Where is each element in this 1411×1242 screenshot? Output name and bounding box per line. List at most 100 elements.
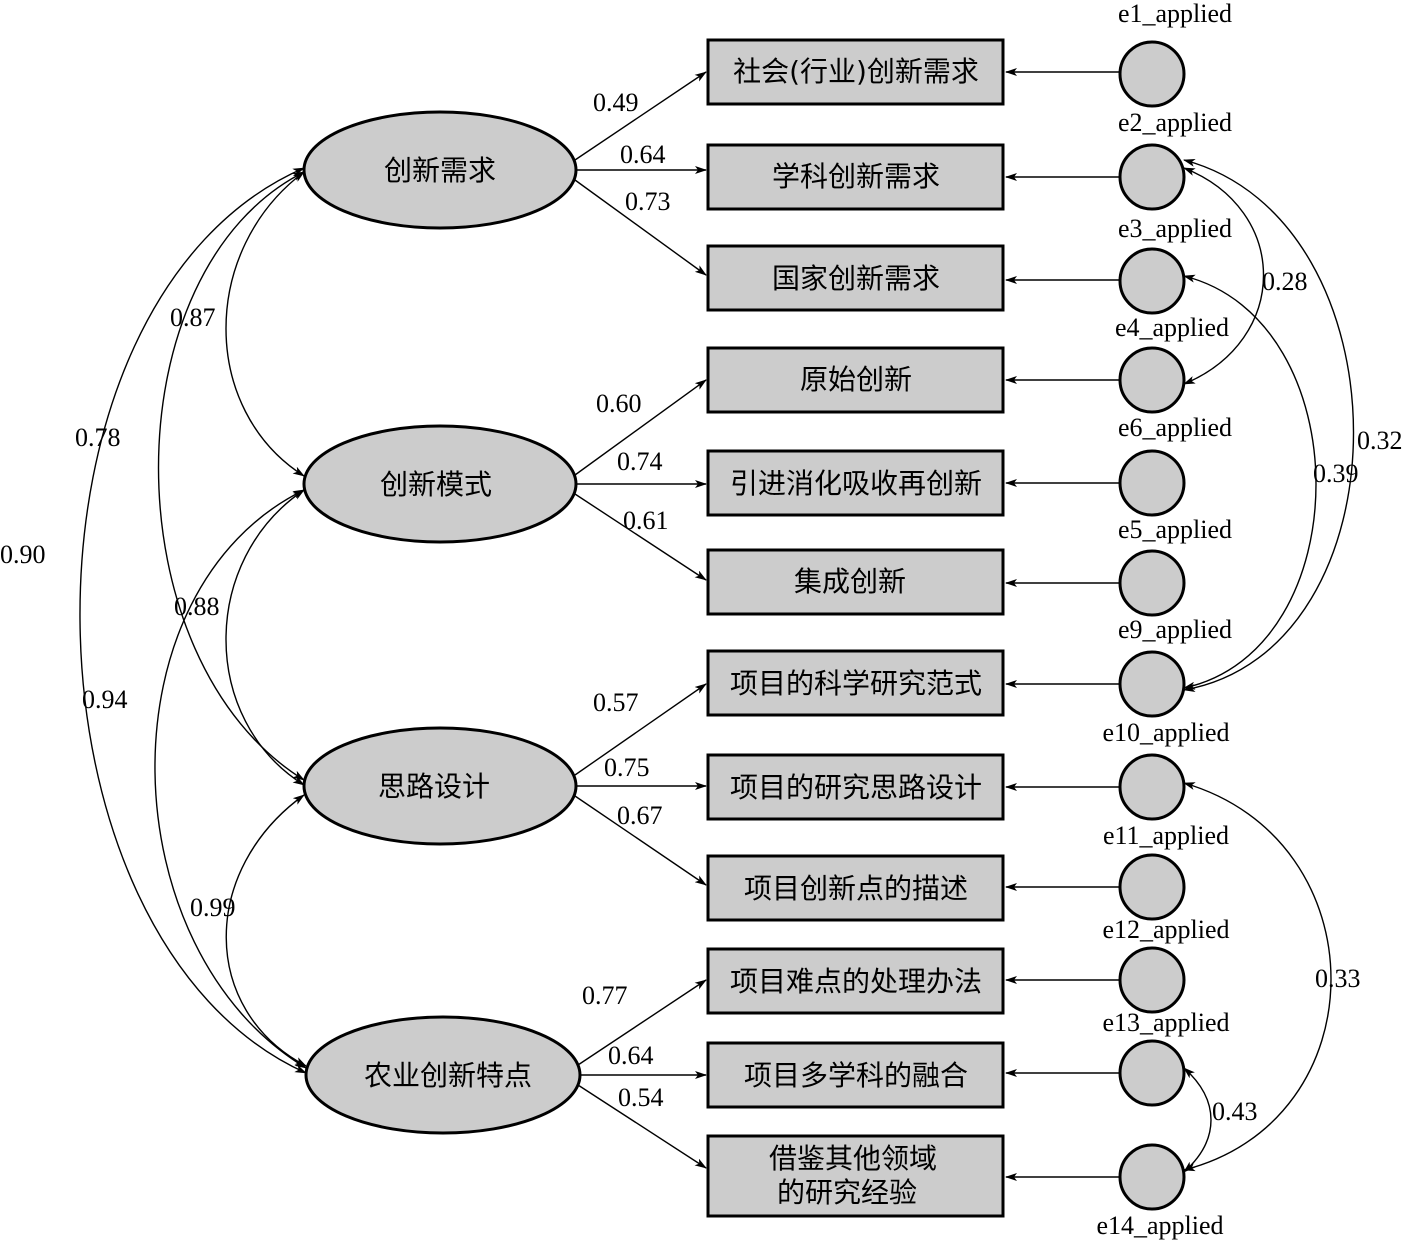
error-circle <box>1118 1143 1186 1211</box>
loading-arrow-l3-i7 <box>574 683 707 776</box>
error-circle <box>1118 247 1186 315</box>
latent-variables: 创新需求 创新模式 思路设计 农业创新特点 <box>302 110 582 1135</box>
cov-curve-e2-e6 <box>1183 167 1264 385</box>
correlation-value: 0.88 <box>174 592 220 621</box>
latent-label: 创新模式 <box>380 468 492 501</box>
indicator-label: 项目难点的处理办法 <box>730 965 982 998</box>
loading-arrow-l2-i4 <box>574 379 707 476</box>
indicator-box <box>706 244 1005 312</box>
covariance-value: 0.28 <box>1262 267 1308 296</box>
indicator-box <box>706 1134 1005 1218</box>
loading-arrow-l3-i9 <box>574 795 707 886</box>
loading-value: 0.64 <box>620 140 666 169</box>
loading-value: 0.73 <box>625 187 671 216</box>
loading-value: 0.64 <box>608 1041 654 1070</box>
error-circle <box>1118 853 1186 921</box>
indicator-label: 集成创新 <box>794 565 906 598</box>
indicator-box <box>706 143 1005 211</box>
error-label: e2_applied <box>1118 108 1232 137</box>
indicator-label: 学科创新需求 <box>772 160 940 193</box>
correlation-value: 0.78 <box>75 423 121 452</box>
error-label: e13_applied <box>1102 1008 1229 1037</box>
loading-arrow-l4-i10 <box>577 979 707 1066</box>
latent-label: 创新需求 <box>384 154 496 187</box>
correlation-value: 0.87 <box>170 303 216 332</box>
cov-curve-e2-e10 <box>1183 158 1355 693</box>
error-label: e11_applied <box>1103 821 1229 850</box>
indicator-box <box>706 753 1005 821</box>
cov-curve-e3-e10 <box>1183 274 1317 690</box>
cov-curve-e13-e14 <box>1183 1067 1212 1173</box>
error-label: e6_applied <box>1118 413 1232 442</box>
error-label: e3_applied <box>1118 214 1232 243</box>
latent-ellipse <box>302 424 578 544</box>
covariance-value: 0.32 <box>1357 426 1403 455</box>
corr-curve-l3-l4 <box>225 794 307 1067</box>
paths-layer <box>79 68 1355 1181</box>
correlation-value: 0.99 <box>190 893 236 922</box>
indicator-label: 项目创新点的描述 <box>744 872 968 905</box>
error-terms: e1_applied e2_applied e3_applied e4_appl… <box>1096 0 1232 1240</box>
indicator-label: 的研究经验 <box>777 1176 917 1209</box>
indicator-box <box>706 1041 1005 1109</box>
indicator-boxes: 社会(行业)创新需求 学科创新需求 国家创新需求 原始创新 引进消化吸收再创新 … <box>706 38 1005 1218</box>
error-circle <box>1118 1039 1186 1107</box>
error-circle <box>1118 449 1186 517</box>
indicator-box <box>706 449 1005 517</box>
error-label: e12_applied <box>1102 915 1229 944</box>
error-circle <box>1118 946 1186 1014</box>
covariance-value: 0.33 <box>1315 964 1361 993</box>
coefficients: 0.49 0.64 0.73 0.60 0.74 0.61 0.57 0.75 … <box>0 88 1403 1126</box>
latent-ellipse <box>302 110 578 230</box>
indicator-label: 引进消化吸收再创新 <box>730 467 982 500</box>
loading-value: 0.74 <box>617 447 663 476</box>
loading-arrow-l4-i12 <box>577 1084 707 1169</box>
loading-value: 0.77 <box>582 981 628 1010</box>
loading-arrow-l1-i1 <box>574 71 707 161</box>
error-label: e4_applied <box>1115 313 1229 342</box>
correlation-value: 0.90 <box>0 540 46 569</box>
indicator-box <box>706 548 1005 616</box>
indicator-box <box>706 947 1005 1015</box>
indicator-label: 国家创新需求 <box>772 262 940 295</box>
corr-curve-l2-l4 <box>154 489 307 1069</box>
corr-curve-l2-l3 <box>225 489 305 786</box>
covariance-value: 0.43 <box>1212 1097 1258 1126</box>
indicator-box <box>706 649 1005 717</box>
error-label: e10_applied <box>1102 718 1229 747</box>
indicator-label: 原始创新 <box>800 363 912 396</box>
error-circle <box>1118 650 1186 718</box>
error-circle <box>1118 549 1186 617</box>
indicator-label: 项目多学科的融合 <box>744 1059 968 1092</box>
indicator-box <box>706 854 1005 922</box>
indicator-label: 社会(行业)创新需求 <box>733 55 979 88</box>
indicator-box <box>706 38 1005 106</box>
latent-ellipse <box>302 726 578 846</box>
error-circle <box>1118 143 1186 211</box>
loading-value: 0.49 <box>593 88 639 117</box>
error-label: e14_applied <box>1096 1211 1223 1240</box>
correlation-value: 0.94 <box>82 685 128 714</box>
loading-value: 0.60 <box>596 389 642 418</box>
corr-curve-l1-l2 <box>225 171 305 477</box>
error-label: e5_applied <box>1118 515 1232 544</box>
loading-arrow-l1-i3 <box>574 179 707 276</box>
corr-curve-l1-l4 <box>79 167 307 1074</box>
latent-ellipse <box>304 1015 582 1135</box>
loading-value: 0.61 <box>623 506 669 535</box>
latent-label: 农业创新特点 <box>364 1059 532 1092</box>
loading-value: 0.57 <box>593 688 639 717</box>
loading-value: 0.75 <box>604 753 650 782</box>
error-circle <box>1118 753 1186 821</box>
loading-value: 0.67 <box>617 801 663 830</box>
error-label: e1_applied <box>1118 0 1232 28</box>
indicator-label: 项目的研究思路设计 <box>730 771 982 804</box>
error-circle <box>1118 346 1186 414</box>
corr-curve-l1-l3 <box>157 171 305 781</box>
error-label: e9_applied <box>1118 615 1232 644</box>
indicator-box <box>706 346 1005 414</box>
loading-arrow-l2-i6 <box>574 493 707 581</box>
latent-label: 思路设计 <box>378 770 490 803</box>
indicator-label: 借鉴其他领域 <box>769 1142 937 1175</box>
